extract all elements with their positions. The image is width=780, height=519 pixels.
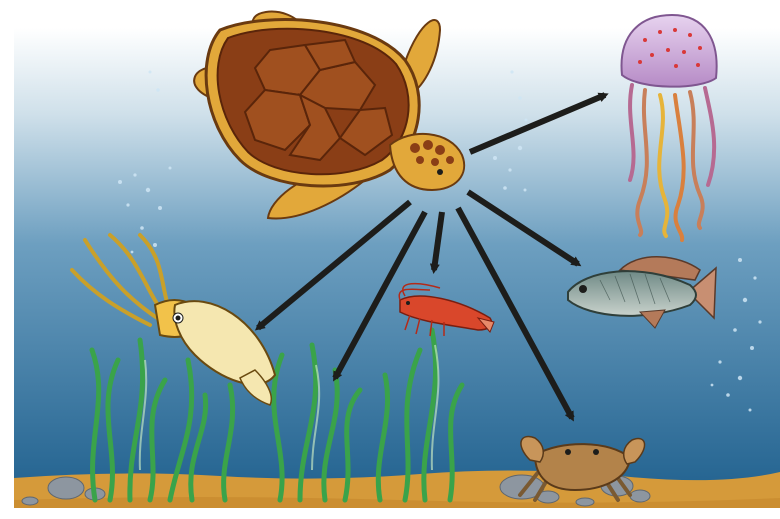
crab [520, 437, 645, 500]
